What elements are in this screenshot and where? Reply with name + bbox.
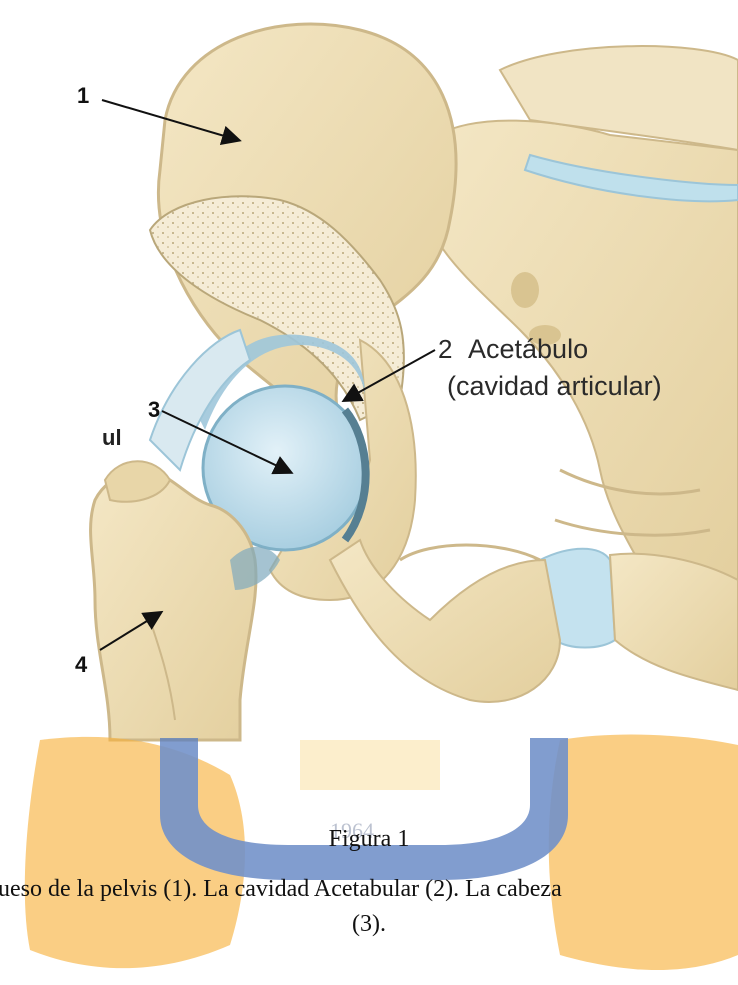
figure-caption-line-2: (3). <box>0 911 738 938</box>
label-acetabulo: Acetábulo <box>468 334 588 364</box>
label-4: 4 <box>75 652 88 677</box>
label-3: 3 <box>148 397 160 422</box>
label-2: 2 <box>438 334 452 364</box>
label-fragment: ul <box>102 425 122 450</box>
label-cavidad: (cavidad articular) <box>447 371 662 401</box>
figure-title: Figura 1 <box>0 826 738 853</box>
figure-caption-line-1: hueso de la pelvis (1). La cavidad Aceta… <box>0 876 562 903</box>
sacrum <box>420 46 738 610</box>
label-1: 1 <box>77 83 89 108</box>
pubic-symphysis <box>540 549 738 690</box>
